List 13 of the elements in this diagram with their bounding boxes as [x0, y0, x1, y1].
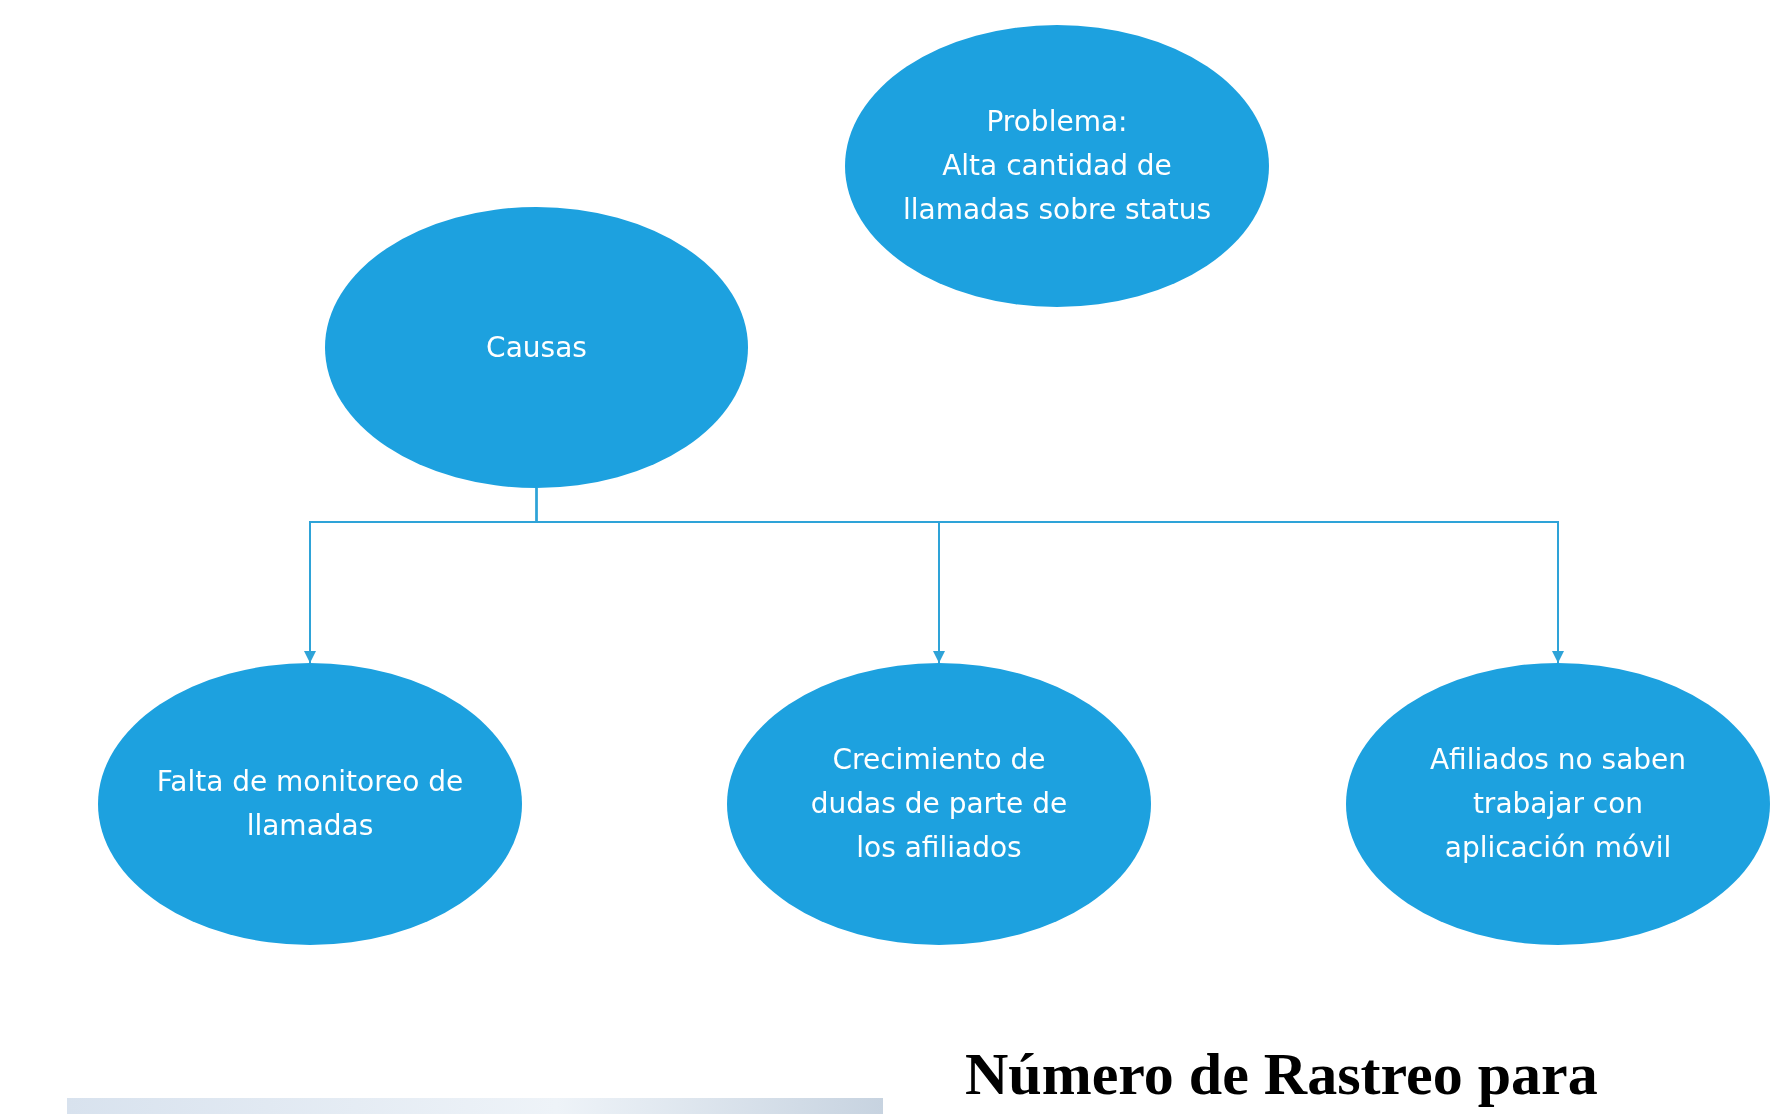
ellipse-node	[1346, 663, 1770, 945]
ellipse-node	[98, 663, 522, 945]
node-text: Alta cantidad de llamadas sobre status	[901, 148, 1213, 228]
ellipse-node	[845, 25, 1269, 307]
heading-text: Número de Rastreo para	[965, 1040, 1598, 1109]
node-text: Problema:	[985, 104, 1129, 140]
arrow	[535, 487, 1564, 664]
node-text: Causas	[485, 329, 588, 366]
node-text: Afiliados no saben trabajar con aplicación móvil	[1428, 742, 1688, 866]
node-text: Falta de monitoreo de llamadas	[155, 764, 465, 844]
node-text: Crecimiento de dudas de parte de los afiliados	[809, 742, 1069, 866]
ellipse-node	[727, 663, 1151, 945]
ellipse-node	[325, 207, 748, 488]
